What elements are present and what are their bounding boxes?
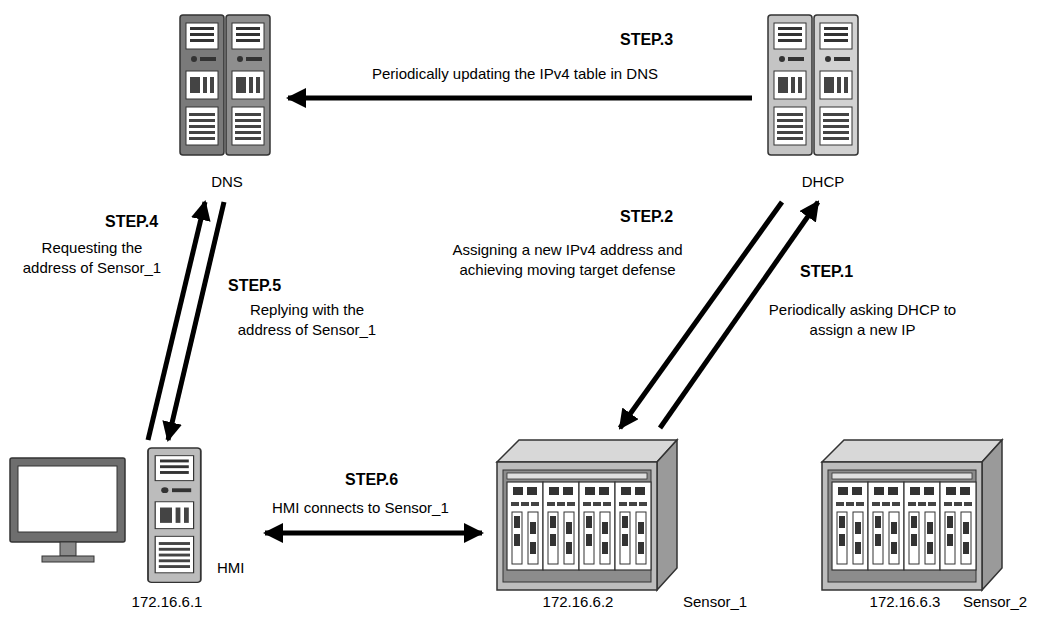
step-label: STEP.2 [620,207,673,227]
ip-address: 172.16.6.3 [870,592,941,612]
arrow-connector [168,202,224,440]
step-label: STEP.6 [345,470,398,490]
device-name: Sensor_2 [963,592,1027,612]
device-node: Sensor_1 172.16.6.2 [490,436,752,612]
arrow-connector [620,202,782,428]
arrow-connector [288,96,752,101]
ip-address: 172.16.6.1 [132,592,203,612]
ip-address: 172.16.6.2 [543,592,614,612]
step-description: Requesting the address of Sensor_1 [22,238,162,278]
step-description: Replying with the address of Sensor_1 [232,300,382,340]
device-node: Sensor_2 172.16.6.3 [815,436,1037,612]
device-node: DHCP [760,12,890,194]
step-description: Assigning a new IPv4 address and achievi… [430,240,705,280]
step-description: Periodically asking DHCP to assign a new… [760,300,965,340]
step-label: STEP.5 [228,276,281,296]
step-label: STEP.3 [620,30,673,50]
step-description: HMI connects to Sensor_1 [272,498,449,518]
device-name: DNS [211,172,243,192]
device-name: HMI [217,558,245,578]
step-label: STEP.1 [800,262,853,282]
arrow-connector [265,531,482,536]
device-node: HMI 172.16.6.1 [5,448,257,612]
step-label: STEP.4 [105,212,158,232]
step-description: Periodically updating the IPv4 table in … [372,64,658,84]
device-name: DHCP [802,172,845,192]
device-name: Sensor_1 [683,592,747,612]
device-node: DNS [175,12,280,194]
